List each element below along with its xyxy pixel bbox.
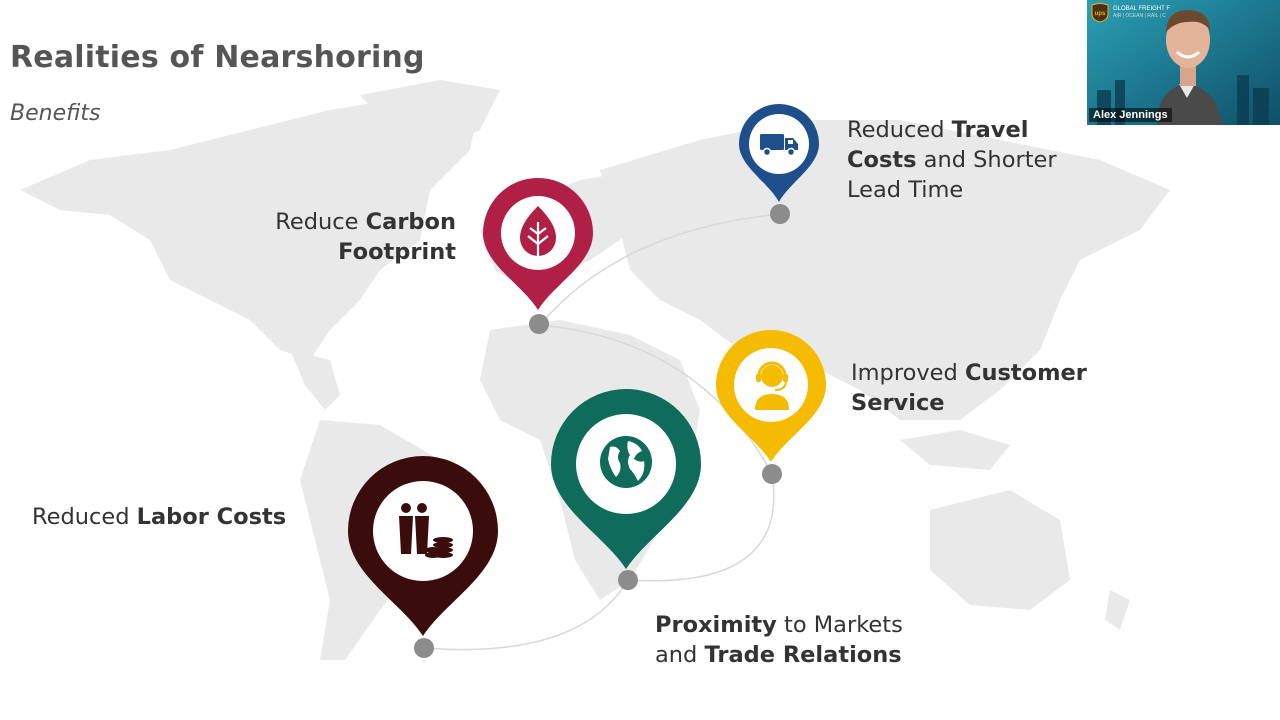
- slide-title: Realities of Nearshoring: [10, 40, 425, 75]
- proximity-map-pin: [551, 389, 701, 569]
- ups-logo: ups: [1091, 3, 1109, 23]
- participant-name-label: Alex Jennings: [1089, 108, 1172, 122]
- labor-benefit-label: Reduced Labor Costs: [32, 504, 287, 530]
- video-brand-text: GLOBAL FREIGHT F: [1113, 6, 1171, 12]
- headset-agent-icon: [755, 361, 789, 410]
- proximity-benefit-label: Proximity to Markets and Trade Relations: [655, 612, 903, 668]
- video-brand-subtext: AIR | OCEAN | RAIL | C: [1113, 13, 1166, 19]
- travel-map-dot: [770, 204, 790, 224]
- leaf-icon: [520, 206, 556, 258]
- customer-service-benefit-label: Improved Customer Service: [851, 360, 1087, 416]
- carbon-benefit-label: Reduce Carbon Footprint: [275, 209, 456, 265]
- globe-icon: [600, 436, 652, 488]
- slide-subtitle: Benefits: [10, 101, 101, 126]
- svg-text:ups: ups: [1095, 11, 1106, 17]
- carbon-map-dot: [529, 314, 549, 334]
- participant-video-feed: [1087, 0, 1280, 125]
- proximity-map-dot: [618, 570, 638, 590]
- travel-benefit-label: Reduced Travel Costs and Shorter Lead Ti…: [847, 117, 1057, 203]
- labor-map-pin: [348, 456, 498, 636]
- customer-service-map-pin: [716, 330, 826, 462]
- labor-map-dot: [414, 638, 434, 658]
- carbon-map-pin: [483, 178, 593, 310]
- travel-map-pin: [739, 104, 819, 202]
- participant-video-tile[interactable]: ups GLOBAL FREIGHT F AIR | OCEAN | RAIL …: [1087, 0, 1280, 125]
- customer-service-map-dot: [762, 464, 782, 484]
- workers-coins-icon: [399, 503, 453, 558]
- truck-icon: [760, 134, 798, 157]
